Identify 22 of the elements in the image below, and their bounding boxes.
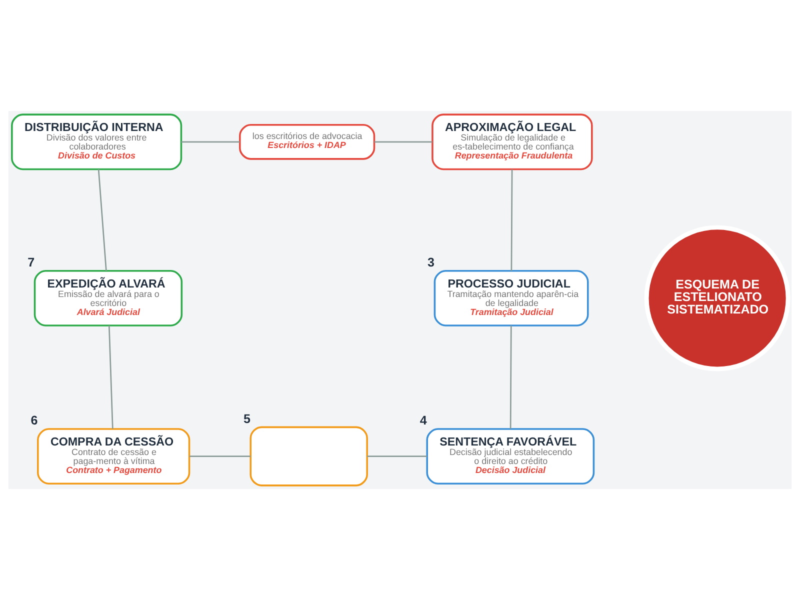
node-box [250,426,368,486]
node-label: 4 [420,414,427,428]
node-box: SENTENÇA FAVORÁVEL Decisão judicial estabelecendo o direito ao crédito Decisão Judicial [426,428,595,485]
connector [510,326,512,429]
connector [108,326,114,429]
connector [98,169,107,271]
node-box: DISTRIBUIÇÃO INTERNA Divisão dos valores entre colaboradores Divisão de Custos [11,114,182,170]
node-label: 3 [428,256,435,270]
connector [181,141,240,143]
node-circle: ESQUEMA DE ESTELIONATO SISTEMATIZADO [644,225,790,372]
connector [374,141,432,143]
node-box: PROCESSO JUDICIAL Tramitação mantendo aparên-cia de legalidade Tramitação Judicial [434,270,589,326]
connector [510,169,513,271]
node-label: 5 [243,412,250,426]
node-box: EXPEDIÇÃO ALVARÁ Emissão de alvará para o escritório Alvará Judicial [34,270,183,326]
node-label: 6 [30,414,38,428]
node-label: 7 [28,256,35,270]
node-box: APROXIMAÇÃO LEGAL Simulação de legalidade e es-tabelecimento de confiança Representação Fraudulenta [432,114,593,170]
connector [189,456,251,457]
node-box: COMPRA DA CESSÃO Contrato de cessão e paga-mento à vítima Contrato + Pagamento [37,428,190,485]
node-box: los escritórios de advocacia Escritórios + IDAP [238,124,376,160]
connector [367,456,427,457]
